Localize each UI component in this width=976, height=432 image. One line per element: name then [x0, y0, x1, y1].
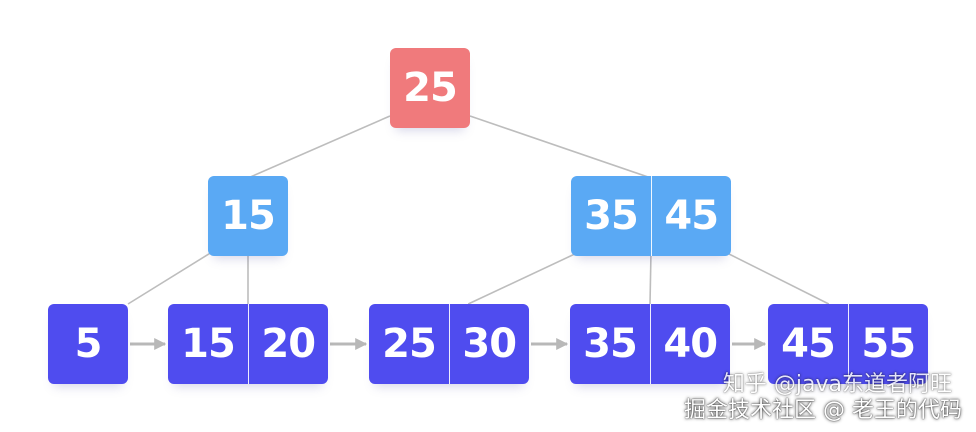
node-key: 15: [181, 321, 236, 367]
node-key: 55: [848, 304, 928, 384]
node-key: 40: [650, 304, 730, 384]
node-key: 15: [221, 193, 276, 239]
node-key: 45: [651, 176, 731, 256]
node-key: 20: [248, 304, 328, 384]
leaf-node-leaf-5: 45 55: [768, 304, 928, 384]
edge-internal-left-to-leaf-1: [127, 251, 213, 305]
node-key: 30: [449, 304, 529, 384]
node-key: 25: [382, 321, 437, 367]
node-key: 45: [781, 321, 836, 367]
edge-root-to-internal-left: [247, 115, 391, 179]
leaf-node-leaf-4: 35 40: [570, 304, 730, 384]
edge-internal-right-to-leaf-3: [467, 251, 580, 305]
node-key: 25: [403, 65, 458, 111]
internal-node-internal-right: 35 45: [571, 176, 731, 256]
node-key: 35: [584, 193, 639, 239]
tree-edges: [127, 115, 830, 305]
leaf-node-leaf-1: 5: [48, 304, 128, 384]
internal-node-internal-left: 15: [208, 176, 288, 256]
root-node-root: 25: [390, 48, 470, 128]
edge-internal-right-to-leaf-4: [649, 251, 652, 305]
node-key: 5: [74, 321, 103, 367]
edge-root-to-internal-right: [469, 115, 652, 179]
watermark-juejin: 掘金技术社区 @ 老王的代码: [684, 398, 962, 423]
leaf-node-leaf-3: 25 30: [369, 304, 529, 384]
watermark-zhihu: 知乎 @java东道者阿旺: [722, 372, 952, 397]
edge-internal-right-to-leaf-5: [724, 251, 830, 305]
node-key: 35: [583, 321, 638, 367]
